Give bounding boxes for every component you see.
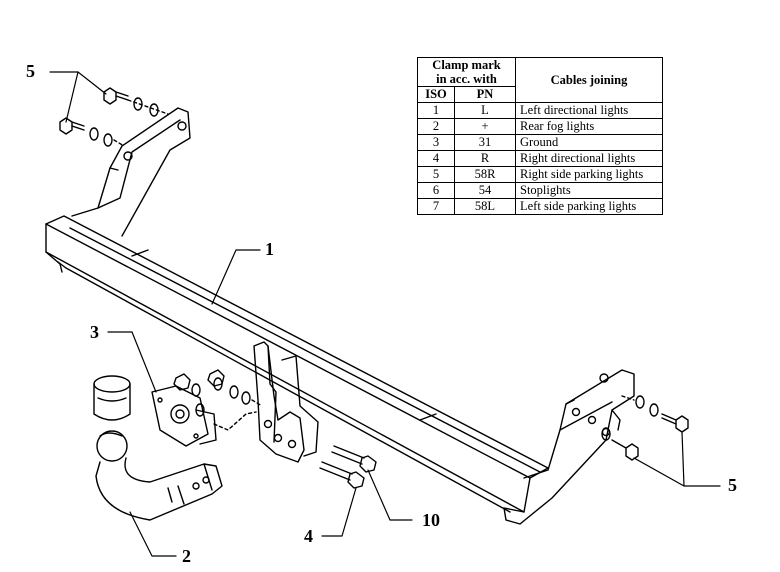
cell-desc: Left directional lights <box>515 102 663 119</box>
cell-iso: 2 <box>417 118 455 135</box>
callout-1: 1 <box>265 239 274 259</box>
cell-iso: 6 <box>417 182 455 199</box>
cable-joining-table: Clamp mark in acc. with Cables joining I… <box>417 57 663 215</box>
cell-pn: 54 <box>454 182 516 199</box>
cell-desc: Stoplights <box>515 182 663 199</box>
callout-3: 3 <box>90 322 99 342</box>
cell-pn: 58R <box>454 166 516 183</box>
cell-desc: Right side parking lights <box>515 166 663 183</box>
bolts-centre <box>319 445 377 489</box>
cell-desc: Rear fog lights <box>515 118 663 135</box>
callout-2: 2 <box>182 546 191 566</box>
table-header-row-2: ISO PN <box>417 86 663 103</box>
header-clamp-line2: in acc. with <box>436 72 497 86</box>
callout-4: 4 <box>304 526 313 546</box>
electrical-socket-plate <box>151 385 217 447</box>
callout-10: 10 <box>422 510 440 530</box>
cell-pn: 31 <box>454 134 516 151</box>
cell-iso: 5 <box>417 166 455 183</box>
header-clamp-line1: Clamp mark <box>432 58 501 72</box>
bolts-top-left <box>59 87 169 147</box>
cell-iso: 4 <box>417 150 455 167</box>
table-row: 4 R Right directional lights <box>417 150 663 167</box>
ball-cover-cap <box>93 375 131 421</box>
cell-iso: 3 <box>417 134 455 151</box>
cell-iso: 7 <box>417 198 455 215</box>
callout-5-right: 5 <box>728 475 737 495</box>
header-pn: PN <box>454 86 516 103</box>
cell-desc: Right directional lights <box>515 150 663 167</box>
header-iso: ISO <box>417 86 455 103</box>
socket-nuts-washers <box>173 369 263 431</box>
cell-iso: 1 <box>417 102 455 119</box>
left-bracket <box>71 107 191 237</box>
cell-desc: Left side parking lights <box>515 198 663 215</box>
header-cables-joining: Cables joining <box>515 57 663 103</box>
cell-desc: Ground <box>515 134 663 151</box>
tow-ball-neck <box>95 430 223 521</box>
table-row: 5 58R Right side parking lights <box>417 166 663 183</box>
callout-5-top: 5 <box>26 61 35 81</box>
table-header-row-1: Clamp mark in acc. with Cables joining <box>417 57 663 103</box>
table-row: 6 54 Stoplights <box>417 182 663 199</box>
cell-pn: L <box>454 102 516 119</box>
cell-pn: 58L <box>454 198 516 215</box>
header-clamp-mark: Clamp mark in acc. with <box>417 57 516 87</box>
table-row: 1 L Left directional lights <box>417 102 663 119</box>
cell-pn: R <box>454 150 516 167</box>
table-row: 7 58L Left side parking lights <box>417 198 663 215</box>
bolts-right <box>601 395 689 461</box>
table-row: 3 31 Ground <box>417 134 663 151</box>
table-row: 2 + Rear fog lights <box>417 118 663 135</box>
right-bracket <box>503 369 635 525</box>
leader-lines <box>49 71 721 557</box>
centre-hitch-plate <box>253 341 319 463</box>
cell-pn: + <box>454 118 516 135</box>
